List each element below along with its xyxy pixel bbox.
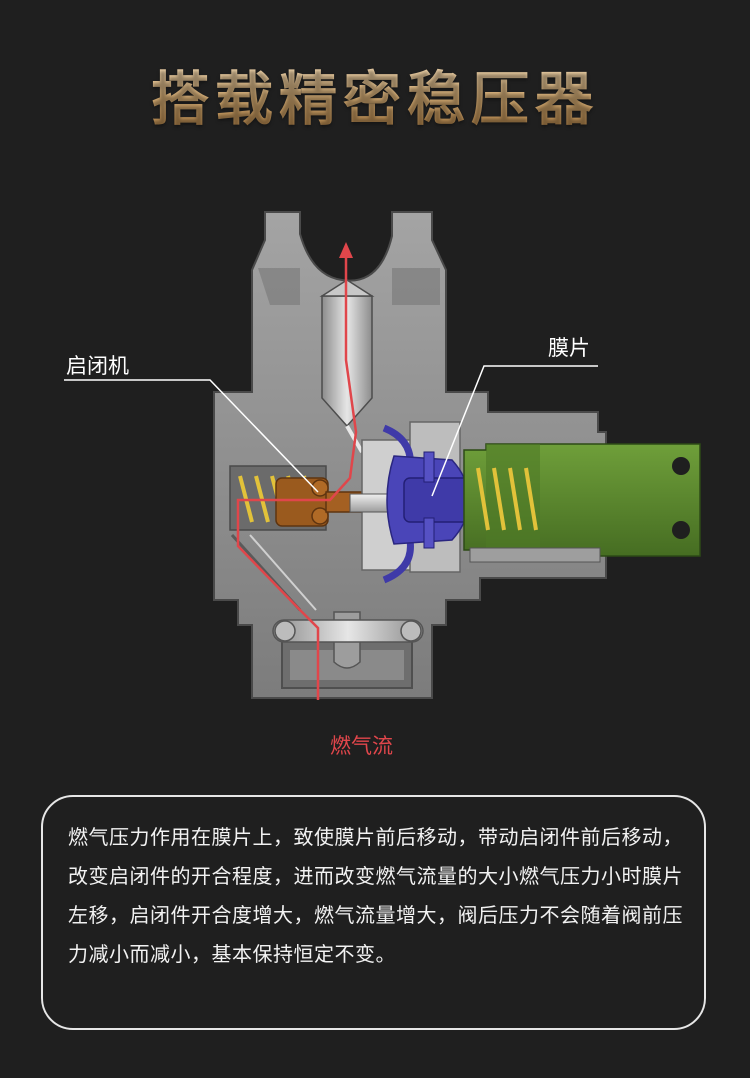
description-box [41, 795, 706, 1030]
bottom-pins [272, 619, 424, 643]
label-valve-element: 启闭机 [66, 354, 129, 378]
leader-lines [64, 365, 598, 497]
label-diaphragm: 膜片 [548, 336, 590, 360]
gas-flow-path [236, 242, 358, 700]
adjusting-plug [463, 443, 701, 563]
regulator-cross-section-diagram [64, 211, 701, 700]
description-text: 燃气压力作用在膜片上，致使膜片前后移动，带动启闭件前后移动，改变启闭件的开合程度… [68, 825, 683, 966]
page-title: 搭载精密稳压器 [0, 52, 750, 136]
diaphragm [382, 424, 471, 584]
label-gas-flow: 燃气流 [330, 734, 393, 758]
